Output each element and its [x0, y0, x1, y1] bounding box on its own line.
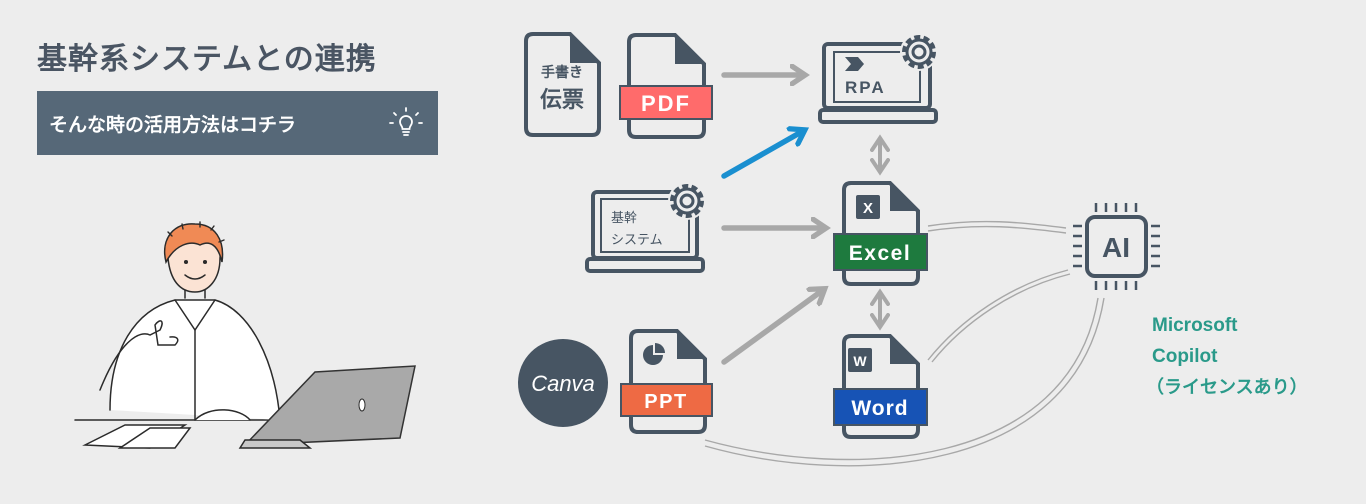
rpa-label: RPA	[845, 78, 886, 97]
gear-icon	[668, 182, 706, 220]
word-label: Word	[851, 397, 908, 420]
excel-file-icon: X Excel	[833, 181, 928, 286]
pdf-label: PDF	[641, 91, 691, 116]
arrows	[721, 75, 890, 365]
pdf-file-icon: PDF	[619, 33, 713, 139]
ai-chip-icon: AI	[1073, 203, 1160, 290]
copilot-line2: Copilot	[1152, 346, 1218, 367]
gear-icon	[900, 33, 938, 71]
lightbulb-icon	[389, 107, 423, 136]
banner-label: そんな時の活用方法はコチラ	[49, 113, 297, 136]
excel-label: Excel	[849, 242, 911, 265]
usage-banner[interactable]: そんな時の活用方法はコチラ	[37, 91, 438, 155]
pie-chart-icon	[643, 343, 665, 365]
copilot-line3: （ライセンスあり）	[1146, 377, 1308, 398]
slip-line2: 伝票	[540, 88, 584, 113]
word-file-icon: W Word	[833, 334, 928, 439]
word-letter: W	[853, 353, 867, 369]
arrow-ppt-to-excel	[721, 290, 823, 365]
arrow-core-to-rpa	[721, 131, 803, 179]
copilot-note: Microsoft Copilot （ライセンスあり）	[1146, 310, 1308, 403]
canva-logo: Canva	[518, 339, 608, 427]
rpa-laptop-icon: RPA	[818, 33, 938, 124]
page-title: 基幹系システムとの連携	[37, 42, 377, 77]
copilot-line1: Microsoft	[1152, 315, 1238, 336]
ppt-file-icon: PPT	[620, 329, 713, 434]
canva-label: Canva	[531, 371, 595, 396]
ai-label: AI	[1102, 232, 1130, 263]
excel-letter: X	[863, 200, 873, 217]
core-line1: 基幹	[611, 210, 637, 226]
ppt-label: PPT	[644, 391, 687, 413]
core-system-laptop-icon: 基幹 システム	[585, 182, 706, 273]
slip-line1: 手書き	[541, 64, 583, 81]
handwritten-slip-icon: 手書き 伝票	[524, 32, 601, 137]
core-line2: システム	[611, 233, 663, 248]
person-illustration	[74, 221, 416, 449]
ai-connections	[704, 220, 1105, 467]
